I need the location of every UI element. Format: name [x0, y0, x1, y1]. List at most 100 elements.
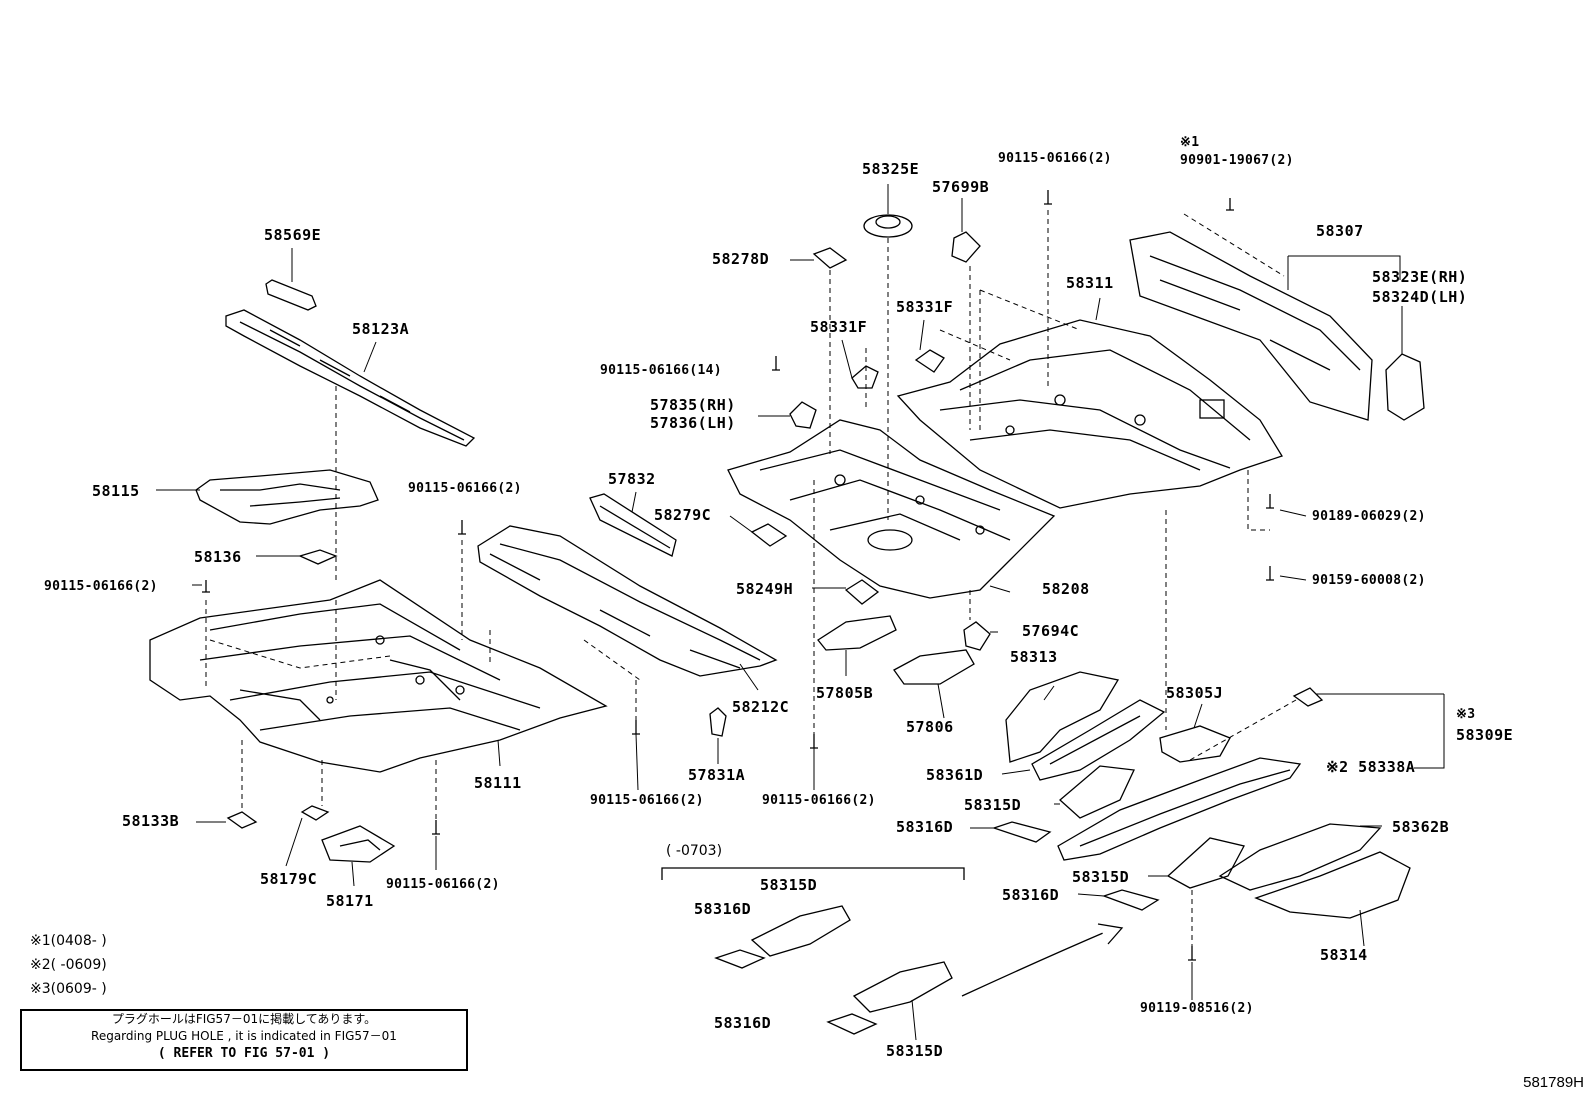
label-58323E: 58323E(RH) — [1372, 268, 1468, 286]
label-58307: 58307 — [1316, 222, 1364, 240]
part-58315D-b-drawing — [1166, 837, 1245, 889]
label-58249H: 58249H — [736, 580, 794, 598]
label-57805B: 57805B — [816, 684, 874, 702]
label-58331F-b: 58331F — [896, 298, 954, 316]
label-58316D-a: 58316D — [896, 818, 954, 836]
part-57831A-drawing — [709, 707, 727, 737]
label-57694C: 57694C — [1022, 622, 1080, 640]
part-58249H-drawing — [844, 579, 880, 605]
label-bolt-90119: 90119-08516(2) — [1140, 1001, 1254, 1016]
label-58278D: 58278D — [712, 250, 770, 268]
label-58313: 58313 — [1010, 648, 1058, 666]
part-57806-drawing — [893, 649, 975, 685]
part-58171-drawing — [321, 825, 396, 863]
label-58179C: 58179C — [260, 870, 318, 888]
label-note1-mark: ※1 — [1180, 135, 1200, 150]
label-58208: 58208 — [1042, 580, 1090, 598]
label-bolt-90189: 90189-06029(2) — [1312, 509, 1426, 524]
label-bolt-mid-lower: 90115-06166(2) — [590, 793, 704, 808]
part-57835-drawing — [789, 401, 817, 429]
label-58325E: 58325E — [862, 160, 920, 178]
label-58316D-c: 58316D — [694, 900, 752, 918]
label-bolt-14: 90115-06166(14) — [600, 363, 722, 378]
label-58316D-b: 58316D — [1002, 886, 1060, 904]
info-japanese: プラグホールはFIG57－01に掲載してあります。 — [111, 1012, 377, 1026]
note-3: ※3(0609- ) — [30, 981, 107, 997]
part-58309E-drawing — [1292, 687, 1324, 707]
label-58315D-a: 58315D — [964, 796, 1022, 814]
part-58315D-d-drawing — [852, 961, 953, 1013]
label-57836: 57836(LH) — [650, 414, 736, 432]
label-58569E: 58569E — [264, 226, 322, 244]
label-58111: 58111 — [474, 774, 522, 792]
part-58331F-a-drawing — [851, 365, 879, 389]
part-58123A-drawing — [225, 309, 476, 447]
label-58361D: 58361D — [926, 766, 984, 784]
label-58315D-b: 58315D — [1072, 868, 1130, 886]
label-58123A: 58123A — [352, 320, 410, 338]
label-58338A: ※2 58338A — [1326, 758, 1416, 776]
label-58115: 58115 — [92, 482, 140, 500]
part-58323E-drawing — [1385, 353, 1425, 421]
label-57806: 57806 — [906, 718, 954, 736]
part-58316D-d-drawing — [826, 1013, 878, 1035]
part-58212C-drawing — [477, 525, 778, 677]
part-58313-drawing — [1005, 671, 1120, 763]
part-58331F-b-drawing — [914, 349, 945, 373]
direction-arrow — [961, 923, 1124, 997]
part-58136-drawing — [298, 549, 338, 565]
part-58569E-drawing — [265, 279, 317, 311]
plug-hole-info-box: プラグホールはFIG57－01に掲載してあります。 Regarding PLUG… — [20, 1009, 468, 1071]
part-57805B-drawing — [817, 615, 897, 651]
alignment-lines — [205, 210, 1297, 946]
label-57699B: 57699B — [932, 178, 990, 196]
part-58338A-drawing — [1057, 757, 1302, 861]
part-57699B-drawing — [951, 231, 981, 263]
label-58279C: 58279C — [654, 506, 712, 524]
part-58315D-c-drawing — [750, 905, 851, 957]
part-58307-drawing — [1129, 231, 1373, 421]
note-2: ※2( -0609) — [30, 957, 107, 973]
label-bolt-90159: 90159-60008(2) — [1312, 573, 1426, 588]
label-58315D-d: 58315D — [886, 1042, 944, 1060]
part-57832-drawing — [589, 493, 677, 557]
info-english: Regarding PLUG HOLE , it is indicated in… — [91, 1029, 397, 1043]
label-58311: 58311 — [1066, 274, 1114, 292]
figure-code: 581789H — [1523, 1074, 1584, 1091]
range-bracket — [661, 867, 965, 880]
part-57694C-drawing — [963, 621, 991, 651]
label-57832: 57832 — [608, 470, 656, 488]
info-reference[interactable]: ( REFER TO FIG 57-01 ) — [157, 1046, 331, 1061]
part-58115-drawing — [195, 469, 379, 525]
label-bolt-center-lower: 90115-06166(2) — [762, 793, 876, 808]
part-58316D-b-drawing — [1102, 889, 1160, 911]
part-58314-drawing — [1254, 851, 1411, 919]
part-58325E-drawing — [863, 214, 913, 238]
label-bolt-top: 90115-06166(2) — [998, 151, 1112, 166]
label-bolt-left-lower: 90115-06166(2) — [386, 877, 500, 892]
label-58362B: 58362B — [1392, 818, 1450, 836]
part-58279C-drawing — [750, 523, 788, 547]
label-bolt-left-upper: 90115-06166(2) — [44, 579, 158, 594]
label-58315D-c: 58315D — [760, 876, 818, 894]
part-58311-drawing — [896, 319, 1283, 509]
label-58136: 58136 — [194, 548, 242, 566]
part-58362B-drawing — [1218, 823, 1382, 891]
label-58314: 58314 — [1320, 946, 1368, 964]
part-58133B-drawing — [226, 811, 258, 829]
part-58305J-drawing — [1159, 725, 1231, 763]
label-57835: 57835(RH) — [650, 396, 736, 414]
label-note3-mark: ※3 — [1456, 707, 1476, 722]
note-1: ※1(0408- ) — [30, 933, 107, 949]
label-58331F-a: 58331F — [810, 318, 868, 336]
part-58208-drawing — [727, 419, 1056, 599]
label-58212C: 58212C — [732, 698, 790, 716]
part-58111-drawing — [149, 579, 608, 773]
label-58133B: 58133B — [122, 812, 180, 830]
label-bolt-90901: 90901-19067(2) — [1180, 153, 1294, 168]
label-57831A: 57831A — [688, 766, 746, 784]
part-58315D-a-drawing — [1059, 765, 1135, 819]
label-bolt-mid-upper: 90115-06166(2) — [408, 481, 522, 496]
bolt-icons — [202, 190, 1274, 961]
